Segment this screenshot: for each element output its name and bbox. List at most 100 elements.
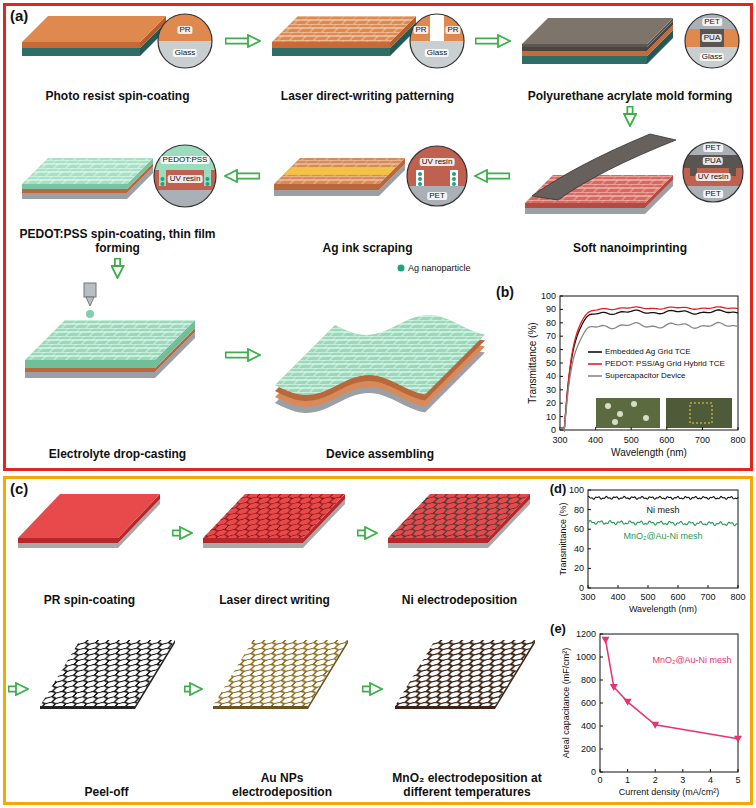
flow-arrow (630, 106, 631, 114)
tick-label: 500 (640, 593, 655, 602)
nanoparticle (418, 177, 422, 181)
tick-mark (560, 403, 563, 404)
layer-label: PR (177, 26, 192, 34)
tick-label: 700 (700, 593, 715, 602)
arrow-shaft-inner (477, 39, 499, 43)
tick-label: 0 (551, 426, 556, 435)
layer-section (410, 41, 464, 68)
tick-label: 50 (546, 359, 556, 368)
panel-label: (a) (10, 8, 28, 25)
tick-label: 100 (541, 292, 556, 301)
process-step: Laser direct-writing patterning (265, 10, 470, 104)
tick-mark (600, 680, 603, 681)
arrow-shaft (357, 530, 365, 537)
flow-arrow (475, 41, 498, 42)
series-label: MnO₂@Au-Ni mesh (623, 532, 702, 541)
tick-mark (708, 585, 709, 588)
tick-mark (560, 376, 563, 377)
tick-label: 800 (730, 436, 745, 445)
layer-front (22, 184, 127, 189)
tick-mark (560, 322, 563, 323)
process-step: Photo resist spin-coating (15, 10, 220, 104)
layer-pattern (274, 158, 405, 184)
layer-label: Glass (425, 49, 449, 57)
axis-title: Wavelength (nm) (629, 605, 697, 614)
arrow-shaft (225, 38, 248, 45)
layer-section (407, 146, 467, 186)
tick-mark (588, 490, 591, 491)
nanoparticle (161, 177, 165, 181)
step-caption: Soft nanoimprinting (571, 242, 689, 256)
layer-front (274, 184, 379, 190)
tick-label: 600 (670, 593, 685, 602)
layer-front (395, 706, 495, 709)
tick-label: 300 (552, 436, 567, 445)
inset-circle (407, 146, 467, 206)
layer-label: PET (703, 190, 723, 198)
process-step: Ni electrodeposition (382, 488, 537, 608)
layer-section (685, 29, 739, 47)
tick-mark (702, 427, 703, 430)
process-step: PEDOT:PSS spin-coating, thin film formin… (15, 128, 220, 256)
layer-label: PR (445, 26, 460, 34)
inset-view (158, 14, 212, 68)
nanoparticle (418, 172, 422, 176)
tick-mark (655, 769, 656, 772)
step-caption: PR spin-coating (42, 594, 137, 608)
tick-mark (560, 363, 563, 364)
data-marker (602, 637, 610, 644)
data-curve (606, 640, 738, 739)
tick-mark (618, 585, 619, 588)
layer-front (25, 372, 155, 378)
layer-top (22, 158, 153, 184)
layer-section (410, 14, 464, 41)
axis-title: Transmittance (%) (528, 322, 538, 403)
dropper (84, 283, 96, 297)
process-step: PR spin-coating (12, 488, 167, 608)
legend-dot (398, 265, 405, 272)
layer-top (272, 16, 416, 42)
arrow-shaft (487, 173, 510, 180)
inset-circle (410, 14, 464, 68)
layer-front (25, 368, 155, 372)
layer-section (430, 14, 444, 41)
layer-pattern (25, 320, 195, 360)
nanoparticle (452, 177, 456, 181)
tick-label: 40 (546, 372, 556, 381)
inset-circle (154, 145, 216, 207)
inset-ground (683, 142, 743, 202)
tick-mark (560, 349, 563, 350)
tick-mark (678, 585, 679, 588)
step-caption: MnO₂ electrodeposition at different temp… (387, 772, 547, 800)
layer-label: UV resin (420, 158, 455, 166)
layer-section (450, 170, 458, 186)
panel-label: (b) (496, 285, 514, 299)
tick-label: 4 (708, 776, 713, 785)
layer-front (213, 706, 308, 709)
tick-label: 400 (588, 436, 603, 445)
process-step: MnO₂ electrodeposition at different temp… (387, 624, 547, 800)
layer-front (522, 51, 647, 56)
layer-section (416, 170, 424, 186)
flow-arrow (172, 533, 180, 534)
layer-front (203, 538, 303, 543)
plot-frame (588, 490, 738, 588)
tick-label: 90 (546, 305, 556, 314)
photo-flower (605, 403, 611, 409)
arrow-shaft (237, 173, 260, 180)
photo-flower (617, 411, 623, 417)
process-step: Laser direct writing (197, 488, 352, 608)
tick-mark (600, 749, 603, 750)
layer-front (18, 543, 118, 548)
step-caption: Laser direct writing (217, 594, 332, 608)
tick-label: 60 (574, 525, 584, 534)
tick-mark (588, 529, 591, 530)
tick-label: 3 (680, 776, 685, 785)
photo-plant (666, 398, 732, 428)
axis-title: Wavelength (nm) (611, 448, 687, 458)
tick-mark (560, 416, 563, 417)
tick-mark (627, 769, 628, 772)
